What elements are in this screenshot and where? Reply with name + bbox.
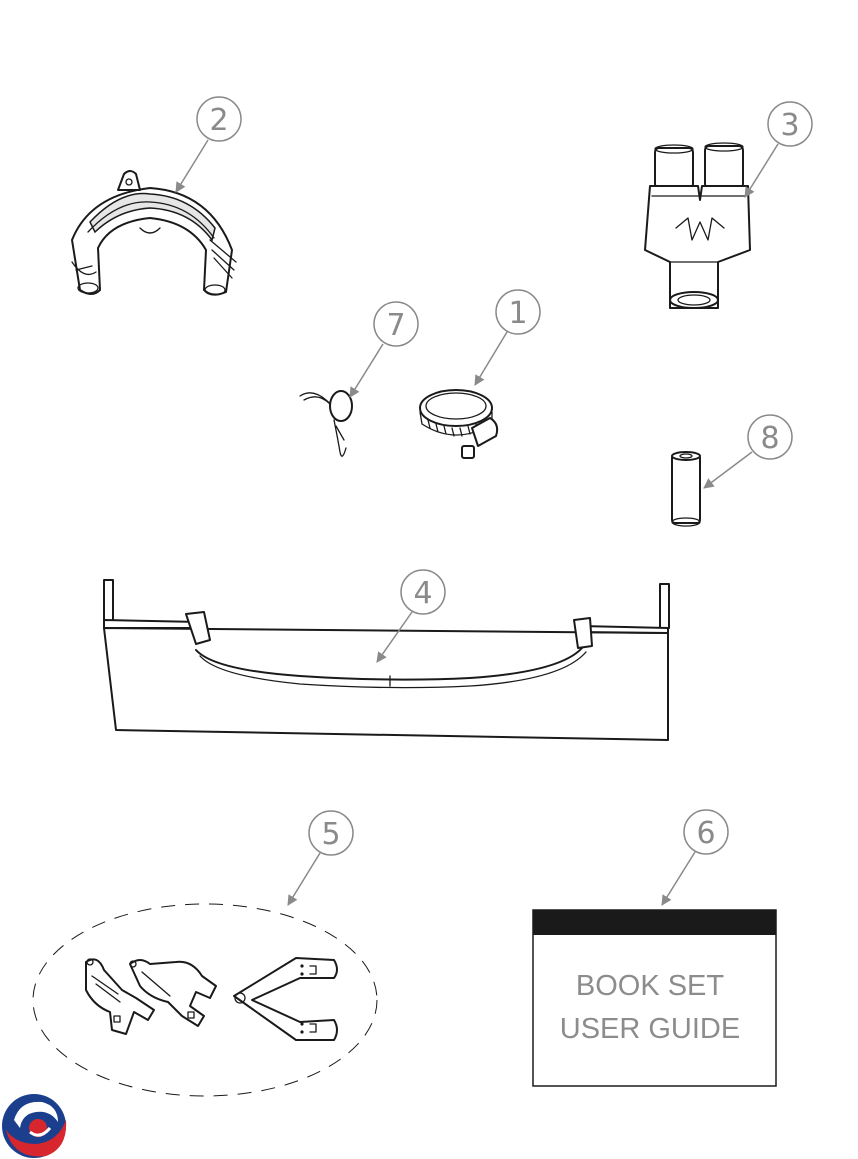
- callout-8-label: 8: [760, 421, 779, 456]
- callout-7-label: 7: [386, 308, 405, 343]
- gutter-tray-icon: [103, 579, 670, 741]
- callout-leaders: [175, 139, 779, 906]
- callout-7: 7: [373, 301, 419, 347]
- leader-4: [376, 611, 413, 663]
- callout-3-label: 3: [780, 108, 799, 143]
- callout-8: 8: [747, 414, 793, 460]
- brand-logo-icon: [2, 1094, 67, 1158]
- callout-2-label: 2: [209, 103, 228, 138]
- tube-spacer-icon: [671, 451, 701, 527]
- leader-1: [474, 331, 508, 386]
- leader-2: [175, 139, 209, 193]
- hose-clamp-icon: [419, 389, 499, 459]
- callout-4-label: 4: [413, 576, 432, 611]
- callout-3: 3: [767, 101, 813, 147]
- callout-2: 2: [196, 96, 242, 142]
- saddle-clamp-icon: [71, 170, 237, 296]
- leader-6: [661, 851, 696, 906]
- callout-5: 5: [308, 810, 354, 856]
- bracket-piece-2: [129, 959, 217, 1027]
- leader-3: [744, 143, 779, 198]
- user-guide-book-icon: [532, 909, 777, 1087]
- callout-1: 1: [495, 289, 541, 335]
- book-title-line-1: BOOK SET: [576, 970, 725, 1002]
- callout-1-label: 1: [508, 296, 527, 331]
- bracket-set-icon: [32, 903, 378, 1097]
- leader-7: [349, 343, 384, 398]
- callout-6: 6: [683, 809, 729, 855]
- callout-5-label: 5: [321, 817, 340, 852]
- callout-6-label: 6: [696, 816, 715, 851]
- callout-4: 4: [400, 569, 446, 615]
- bracket-piece-1: [85, 958, 155, 1035]
- leader-5: [287, 852, 321, 906]
- lanyard-pin-icon: [299, 390, 353, 457]
- book-title-line-2: USER GUIDE: [560, 1013, 740, 1045]
- bracket-piece-3: [233, 957, 338, 1041]
- leader-8: [703, 451, 753, 489]
- y-connector-icon: [644, 142, 751, 309]
